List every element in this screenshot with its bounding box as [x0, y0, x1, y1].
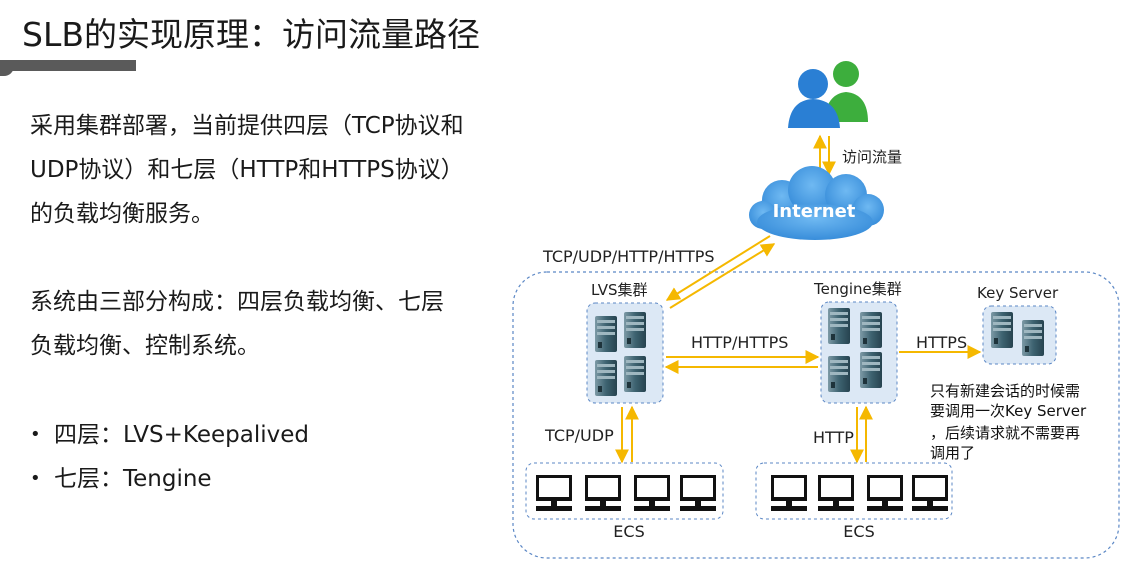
note-line: ，后续请求就不需要再 — [930, 424, 1080, 442]
traffic-label: 访问流量 — [842, 148, 902, 166]
components-line: 负载均衡、控制系统。 — [30, 333, 260, 359]
key-server-note: 只有新建会话的时候需 要调用一次Key Server ，后续请求就不需要再 调用… — [930, 382, 1091, 462]
note-line: 调用了 — [930, 444, 975, 462]
tengine-cluster-label: Tengine集群 — [813, 280, 902, 298]
title-underline-tip — [0, 66, 14, 76]
bullet-marker: • — [30, 468, 41, 489]
bullet-text: 四层：LVS+Keepalived — [54, 422, 309, 448]
title-underline — [0, 60, 136, 71]
note-line: 只有新建会话的时候需 — [930, 382, 1080, 400]
components-line: 系统由三部分构成：四层负载均衡、七层 — [30, 289, 444, 315]
lvs-ecs-label: TCP/UDP — [544, 426, 614, 445]
layer-list-item: • 七层：Tengine — [30, 457, 309, 501]
protocol-top-label: TCP/UDP/HTTP/HTTPS — [542, 247, 715, 266]
ecs-group-left — [525, 462, 724, 520]
internet-cloud-icon — [749, 166, 884, 240]
intro-line: 的负载均衡服务。 — [30, 201, 214, 227]
lvs-to-internet-arrow — [669, 243, 776, 309]
tengine-key-label: HTTPS — [916, 333, 967, 352]
note-line: 要调用一次Key Server — [930, 402, 1087, 420]
tengine-cluster-box — [820, 301, 898, 404]
bullet-marker: • — [30, 424, 41, 445]
lvs-cluster-box — [586, 302, 664, 404]
bullet-text: 七层：Tengine — [54, 466, 212, 492]
slb-region-boundary — [512, 271, 1120, 559]
page-title: SLB的实现原理：访问流量路径 — [22, 15, 480, 54]
layer-list: • 四层：LVS+Keepalived • 七层：Tengine — [30, 413, 309, 501]
ecs-right-label: ECS — [843, 522, 874, 541]
intro-line: UDP协议）和七层（HTTP和HTTPS协议） — [30, 157, 464, 183]
layer-list-item: • 四层：LVS+Keepalived — [30, 413, 309, 457]
internet-to-lvs-arrow — [665, 235, 771, 301]
key-server-label: Key Server — [977, 284, 1059, 302]
tengine-ecs-label: HTTP — [813, 428, 854, 447]
internet-label: Internet — [773, 201, 856, 222]
ecs-left-label: ECS — [613, 522, 644, 541]
key-server-box — [982, 305, 1057, 365]
components-paragraph: 系统由三部分构成：四层负载均衡、七层 负载均衡、控制系统。 — [30, 280, 444, 368]
ecs-group-right — [755, 462, 953, 520]
intro-paragraph: 采用集群部署，当前提供四层（TCP协议和 UDP协议）和七层（HTTP和HTTP… — [30, 104, 464, 236]
intro-line: 采用集群部署，当前提供四层（TCP协议和 — [30, 113, 464, 139]
lvs-tengine-label: HTTP/HTTPS — [691, 333, 788, 352]
users-icon — [788, 61, 868, 128]
lvs-cluster-label: LVS集群 — [591, 281, 648, 299]
